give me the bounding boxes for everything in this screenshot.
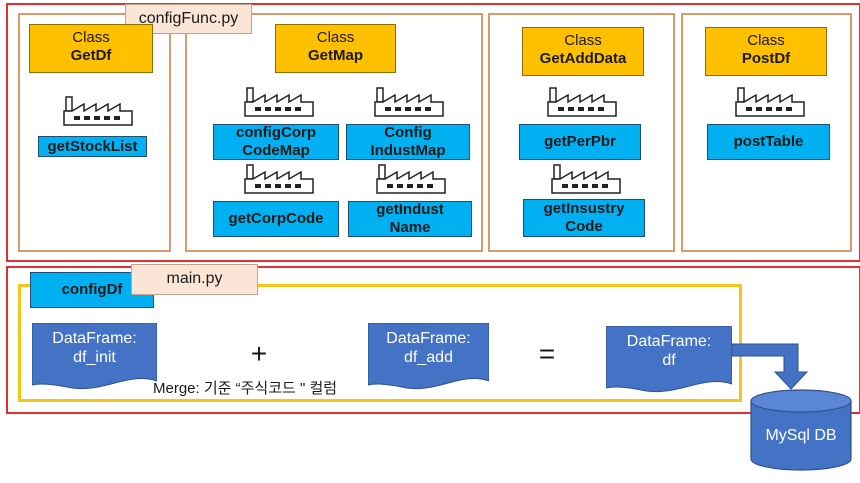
function-configindustmap: Config IndustMap (346, 124, 470, 160)
factory-icon (243, 163, 315, 195)
database-cylinder-icon (750, 389, 852, 471)
factory-icon (62, 95, 134, 127)
function-getindustname: getIndust Name (348, 201, 472, 237)
merge-frame (18, 284, 742, 402)
main-file-label: main.py (131, 264, 258, 295)
class-panel-getadddata (488, 13, 675, 252)
class-prefix: Class (564, 32, 602, 49)
equals-sign: = (538, 338, 556, 369)
class-name: GetMap (307, 47, 363, 64)
arrow-icon (731, 343, 809, 390)
class-box-postdf: Class PostDf (705, 27, 827, 76)
factory-icon (734, 86, 806, 118)
config-file-label: configFunc.py (125, 4, 252, 34)
class-panel-postdf (681, 13, 852, 252)
class-prefix: Class (316, 29, 355, 46)
class-prefix: Class (747, 32, 785, 49)
factory-icon (373, 86, 445, 118)
class-name: PostDf (741, 50, 791, 67)
function-getperpbr: getPerPbr (519, 124, 641, 160)
dataframe-df: DataFrame: df (606, 326, 732, 394)
class-panel-getmap (185, 13, 483, 252)
dataframe-label: DataFrame: df_add (386, 330, 471, 366)
function-getstocklist: getStockList (38, 136, 147, 157)
factory-icon (546, 86, 618, 118)
dataframe-df-init: DataFrame: df_init (32, 323, 157, 391)
merge-note: Merge: 기준 “주식코드 " 컬럼 (153, 380, 338, 397)
class-name: GetAddData (539, 50, 627, 67)
database-label: MySql DB (765, 427, 837, 444)
function-configcorpcodemap: configCorp CodeMap (213, 124, 339, 160)
function-posttable: postTable (707, 124, 830, 160)
class-name: GetDf (70, 47, 112, 64)
dataframe-label: DataFrame: df (626, 333, 712, 369)
plus-sign: + (250, 338, 268, 369)
class-box-getdf: Class GetDf (29, 24, 153, 73)
class-box-getadddata: Class GetAddData (522, 27, 644, 76)
class-box-getmap: Class GetMap (275, 24, 396, 73)
factory-icon (243, 86, 315, 118)
factory-icon (375, 163, 447, 195)
class-prefix: Class (72, 29, 110, 46)
factory-icon (550, 163, 622, 195)
function-getcorpcode: getCorpCode (213, 201, 339, 237)
mysql-db: MySql DB (750, 389, 852, 471)
class-panel-getdf (18, 13, 171, 252)
dataframe-df-add: DataFrame: df_add (368, 323, 489, 391)
function-getinsustrycode: getInsustry Code (523, 199, 645, 237)
dataframe-label: DataFrame: df_init (52, 330, 137, 366)
